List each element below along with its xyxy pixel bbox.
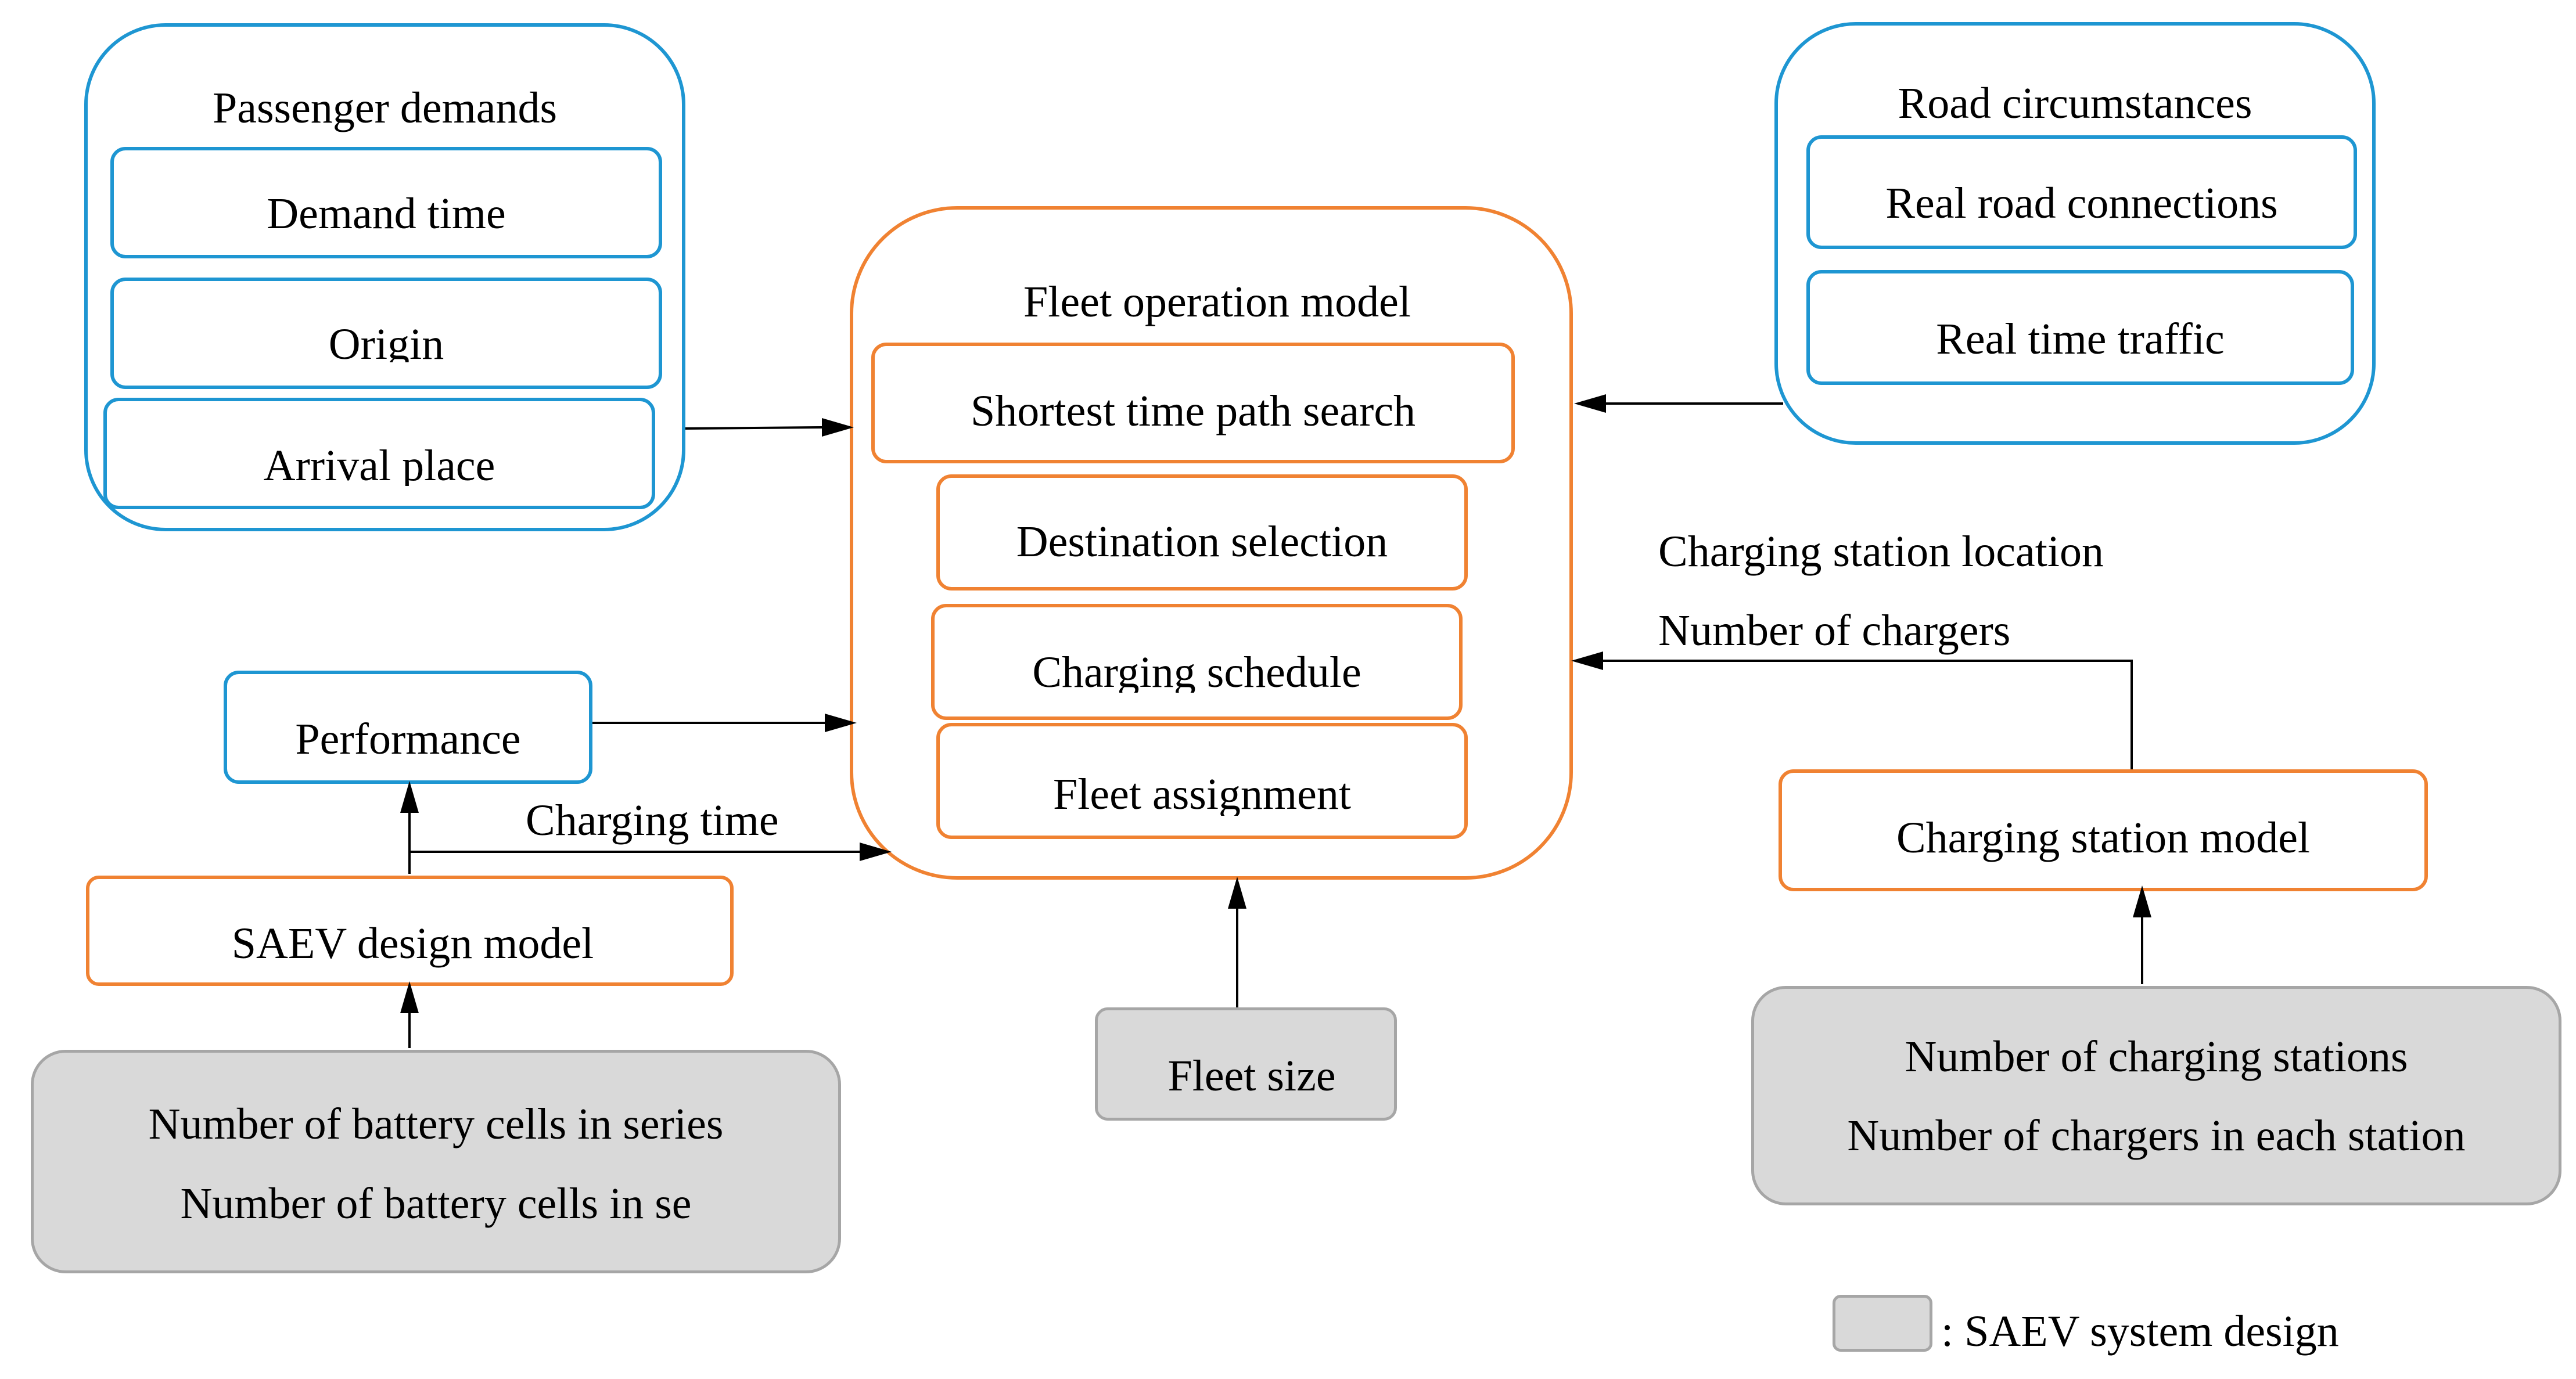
battery-cells-line1: Number of battery cells in series bbox=[148, 1100, 724, 1148]
performance-label: Performance bbox=[295, 715, 521, 764]
fleet-size-box bbox=[1095, 1007, 1397, 1121]
demand-time-label: Demand time bbox=[267, 189, 506, 238]
demand-time-box bbox=[110, 147, 662, 258]
charging-schedule-box bbox=[931, 604, 1463, 720]
arrow-passenger-to-fleet bbox=[685, 426, 822, 430]
fleet-assignment-box bbox=[936, 723, 1468, 839]
fleet-operation-model-title: Fleet operation model bbox=[1023, 278, 1411, 326]
charging-station-location-label: Charging station location bbox=[1658, 527, 2104, 576]
shortest-path-search-label: Shortest time path search bbox=[970, 387, 1416, 435]
real-time-traffic-box bbox=[1806, 270, 2354, 385]
destination-selection-box bbox=[936, 474, 1468, 591]
arrival-place-label-clip: Arrival place bbox=[103, 437, 655, 486]
real-road-connections-box bbox=[1806, 135, 2357, 249]
charging-station-model-label: Charging station model bbox=[1896, 813, 2311, 862]
passenger-demands-title: Passenger demands bbox=[212, 84, 558, 132]
arrowhead-battery-saev bbox=[400, 981, 419, 1013]
arrival-place-box bbox=[103, 398, 655, 509]
arrowhead-stations bbox=[2133, 885, 2151, 917]
shortest-path-search-box bbox=[871, 343, 1515, 463]
battery-cells-line2: Number of battery cells in se bbox=[180, 1179, 692, 1228]
road-circumstances-title: Road circumstances bbox=[1898, 79, 2252, 128]
battery-cells-box bbox=[31, 1050, 841, 1273]
charging-stations-box bbox=[1751, 986, 2561, 1205]
arrowhead-road bbox=[1574, 394, 1606, 413]
arrowhead-saev-performance bbox=[400, 781, 419, 813]
charging-station-model-box bbox=[1779, 769, 2428, 891]
real-road-connections-label: Real road connections bbox=[1885, 179, 2278, 228]
arrival-place-label: Arrival place bbox=[263, 441, 495, 486]
arrowhead-charging-time bbox=[860, 842, 892, 861]
performance-box bbox=[224, 671, 592, 784]
fleet-size-label: Fleet size bbox=[1167, 1052, 1336, 1100]
arrowhead-fleetsize bbox=[1228, 877, 1246, 909]
real-time-traffic-label: Real time traffic bbox=[1936, 315, 2225, 363]
origin-label: Origin bbox=[328, 320, 444, 362]
fleet-assignment-label: Fleet assignment bbox=[1053, 770, 1351, 816]
legend-label: : SAEV system design bbox=[1941, 1307, 2339, 1356]
arrowhead-station-model bbox=[1571, 651, 1603, 670]
number-of-chargers-label: Number of chargers bbox=[1658, 606, 2011, 655]
saev-design-model-label: SAEV design model bbox=[231, 919, 594, 968]
arrowhead-performance bbox=[825, 714, 857, 732]
charging-schedule-label: Charging schedule bbox=[1032, 648, 1361, 693]
arrow-station-model-to-fleet bbox=[1603, 660, 2133, 769]
charging-stations-line2: Number of chargers in each station bbox=[1847, 1111, 2466, 1160]
charging-time-label: Charging time bbox=[526, 796, 779, 845]
charging-stations-line1: Number of charging stations bbox=[1905, 1032, 2408, 1081]
origin-box bbox=[110, 278, 662, 389]
legend-swatch bbox=[1833, 1295, 1932, 1352]
destination-selection-label: Destination selection bbox=[1016, 517, 1388, 566]
fleet-assignment-label-clip: Fleet assignment bbox=[936, 766, 1468, 816]
arrowhead-passenger bbox=[822, 418, 854, 437]
charging-schedule-label-clip: Charging schedule bbox=[931, 645, 1463, 693]
origin-label-clip: Origin bbox=[110, 314, 662, 362]
